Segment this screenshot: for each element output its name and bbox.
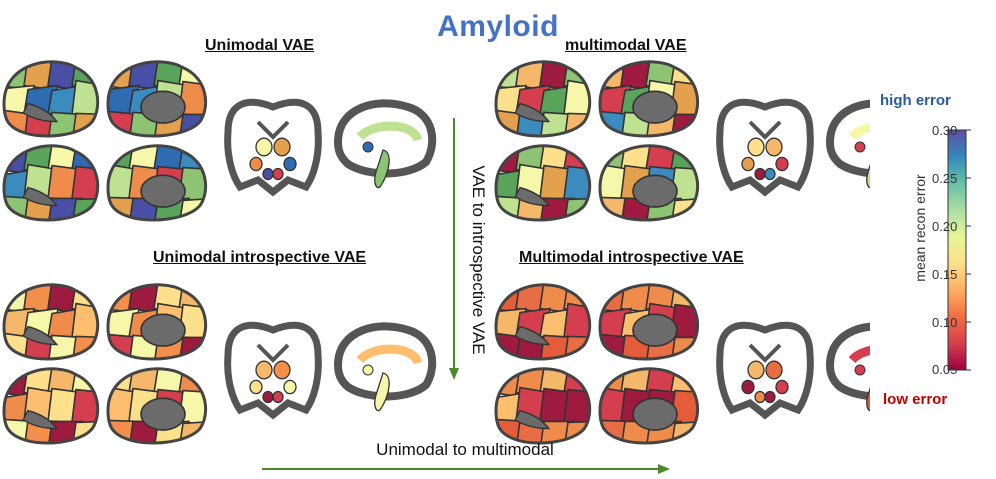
colorbar-low-label: low error — [883, 391, 948, 408]
medial-hemisphere-2-a — [106, 283, 208, 361]
lateral-hemisphere-1-b — [494, 144, 592, 222]
subcortical-region — [775, 156, 789, 172]
subcortical-region — [272, 167, 284, 181]
brain-medial-core — [140, 397, 186, 431]
subcortical-region — [362, 141, 374, 153]
subcortical-region — [741, 379, 755, 395]
subcortical-region — [272, 390, 284, 404]
colorbar-tick: 0.30 — [932, 123, 958, 138]
brain-insula — [22, 325, 59, 346]
coronal-outline — [716, 98, 814, 197]
brainstem-region — [374, 372, 390, 412]
brain-medial-core — [632, 313, 678, 347]
colorbar-tick: 0.15 — [932, 267, 958, 282]
brainstem-region — [866, 386, 870, 412]
cingulate-band — [848, 345, 870, 364]
panel-title-unimodal-introspective-vae: Unimodal introspective VAE — [153, 249, 367, 266]
sagittal-slice-1 — [825, 99, 870, 189]
subcortical-region — [765, 137, 783, 157]
brain-parcel — [539, 197, 575, 220]
subcortical-region — [747, 360, 765, 380]
brain-maps — [2, 60, 870, 445]
cingulate-band — [356, 344, 423, 366]
coronal-outline — [224, 98, 322, 197]
sagittal-slice-3 — [825, 322, 870, 412]
subcortical-region — [741, 156, 755, 172]
panel-title-unimodal-vae: Unimodal VAE — [205, 37, 315, 54]
lateral-hemisphere-0-a — [2, 60, 100, 138]
sagittal-outline — [825, 99, 870, 178]
colorbar-gradient — [947, 129, 967, 371]
coronal-slice-2 — [224, 321, 322, 420]
brain-insula — [514, 409, 551, 430]
colorbar-tick: 0.05 — [932, 362, 958, 377]
subcortical-region — [854, 141, 866, 153]
subcortical-region — [775, 379, 789, 395]
subcortical-region — [854, 364, 866, 376]
brain-insula — [22, 186, 59, 207]
sagittal-slice-0 — [333, 99, 437, 189]
subcortical-region — [273, 360, 291, 380]
colorbar-tick: 0.10 — [932, 315, 958, 330]
subcortical-region — [249, 156, 263, 172]
vertical-arrow-head — [449, 368, 459, 380]
coronal-slice-1 — [716, 98, 814, 197]
sagittal-outline — [333, 322, 437, 401]
brain-insula — [22, 102, 59, 123]
coronal-slice-0 — [224, 98, 322, 197]
vertical-arrow-label: VAE to introspective VAE — [469, 165, 488, 355]
coronal-outline — [224, 321, 322, 420]
colorbar-axis-label: mean recon error — [912, 174, 928, 282]
horizontal-arrow-head — [658, 464, 670, 474]
cingulate-band — [356, 121, 423, 143]
brain-medial-core — [140, 90, 186, 124]
subcortical-region — [362, 364, 374, 376]
subcortical-region — [249, 379, 263, 395]
subcortical-region — [283, 156, 297, 172]
brain-medial-core — [632, 174, 678, 208]
subcortical-region — [255, 137, 273, 157]
subcortical-region — [747, 137, 765, 157]
brain-insula — [22, 409, 59, 430]
subcortical-region — [764, 167, 776, 181]
coronal-slice-3 — [716, 321, 814, 420]
brain-insula — [514, 102, 551, 123]
sagittal-outline — [825, 322, 870, 401]
brain-parcel — [539, 420, 575, 443]
brain-medial-core — [140, 313, 186, 347]
brainstem-region — [374, 149, 390, 189]
subcortical-region — [283, 379, 297, 395]
figure-title: Amyloid — [437, 10, 559, 43]
colorbar-high-label: high error — [880, 92, 951, 109]
colorbar-tick: 0.20 — [932, 219, 958, 234]
subcortical-region — [273, 137, 291, 157]
brain-medial-core — [140, 174, 186, 208]
coronal-outline — [716, 321, 814, 420]
colorbar — [947, 129, 971, 371]
subcortical-region — [765, 360, 783, 380]
colorbar-tick: 0.25 — [932, 171, 958, 186]
cingulate-band — [848, 122, 870, 141]
brain-insula — [514, 186, 551, 207]
subcortical-region — [255, 360, 273, 380]
panel-title-multimodal-vae: multimodal VAE — [565, 37, 687, 54]
brain-medial-core — [632, 90, 678, 124]
brain-parcel — [47, 420, 83, 443]
panel-title-multimodal-introspective-vae: Multimodal introspective VAE — [519, 249, 744, 266]
lateral-hemisphere-2-b — [2, 367, 100, 445]
sagittal-outline — [333, 99, 437, 178]
brain-medial-core — [632, 397, 678, 431]
brainstem-region — [866, 163, 870, 189]
subcortical-region — [764, 390, 776, 404]
sagittal-slice-2 — [333, 322, 437, 412]
horizontal-arrow-label: Unimodal to multimodal — [376, 440, 554, 459]
brain-insula — [514, 325, 551, 346]
brain-parcel — [47, 197, 83, 220]
